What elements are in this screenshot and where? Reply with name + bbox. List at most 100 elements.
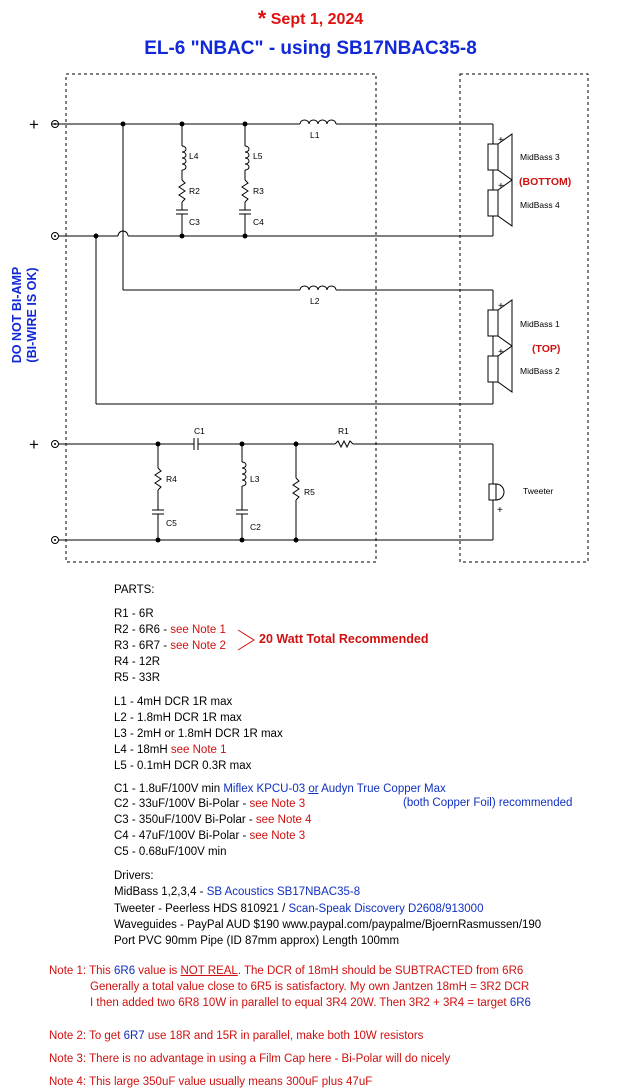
bracket-icon [237, 629, 255, 651]
part-c3-text: C3 - 350uF/100V Bi-Polar - [114, 814, 256, 826]
plus-mb1: + [498, 301, 504, 312]
label-tweeter: Tweeter [523, 486, 553, 496]
plus-tweeter: + [497, 505, 503, 516]
note-1-a: Note 1: This [49, 965, 114, 977]
part-c2-note: see Note 3 [249, 798, 306, 810]
note-1-line3-target: 6R6 [509, 997, 531, 1009]
part-r2-note: see Note 1 [170, 624, 226, 636]
driver-tweeter-alt: Scan-Speak Discovery D2608/913000 [288, 903, 484, 915]
label-l3: L3 [250, 474, 260, 484]
speaker-tweeter [488, 483, 505, 501]
note-1-c: value is [135, 965, 181, 977]
part-c2: C2 - 33uF/100V Bi-Polar - see Note 3 [114, 798, 305, 810]
part-l4-text: L4 - 18mH [114, 744, 171, 756]
part-c5: C5 - 0.68uF/100V min [114, 846, 227, 858]
note-1: Note 1: This 6R6 value is NOT REAL. The … [49, 965, 523, 977]
part-c1-audyn: Audyn True Copper Max [318, 783, 446, 795]
note-1-line2: Generally a total value close to 6R5 is … [90, 981, 530, 993]
note-3: Note 3: There is no advantage in using a… [49, 1053, 451, 1065]
plus-sign-tweeter: + [29, 435, 39, 454]
note-2-c: use 18R and 15R in parallel, make both 1… [144, 1030, 424, 1042]
label-bottom: (BOTTOM) [519, 176, 571, 188]
label-c3: C3 [189, 217, 200, 227]
part-r3: R3 - 6R7 - see Note 2 [114, 640, 226, 652]
part-c1-foil: (both Copper Foil) recommended [403, 797, 573, 809]
part-r3-text: R3 - 6R7 - [114, 640, 171, 652]
crossover-box [65, 73, 377, 563]
note-2-value: 6R7 [123, 1030, 145, 1042]
part-c4-note: see Note 3 [249, 830, 306, 842]
part-c4-text: C4 - 47uF/100V Bi-Polar - [114, 830, 250, 842]
label-r3: R3 [253, 186, 264, 196]
part-r3-note: see Note 2 [170, 640, 226, 652]
part-c3: C3 - 350uF/100V Bi-Polar - see Note 4 [114, 814, 312, 826]
label-l2: L2 [310, 296, 320, 306]
part-c1-text: C1 - 1.8uF/100V min [114, 783, 224, 795]
part-r1: R1 - 6R [114, 608, 154, 620]
part-c4: C4 - 47uF/100V Bi-Polar - see Note 3 [114, 830, 305, 842]
part-l4-note: see Note 1 [170, 744, 227, 756]
label-top: (TOP) [532, 343, 560, 355]
part-r2-text: R2 - 6R6 - [114, 624, 171, 636]
part-r5: R5 - 33R [114, 672, 161, 684]
note-1-line3: I then added two 6R8 10W in parallel to … [90, 997, 531, 1009]
driver-tweeter: Tweeter - Peerless HDS 810921 / Scan-Spe… [114, 903, 483, 915]
label-midbass-2: MidBass 2 [520, 366, 560, 376]
part-l5: L5 - 0.1mH DCR 0.3R max [114, 760, 252, 772]
parts-heading: PARTS: [114, 584, 155, 596]
crossover-schematic: + + L1 L4 R2 C3 L5 R3 C4 L2 C1 R1 R4 C5 … [29, 73, 589, 563]
part-l3: L3 - 2mH or 1.8mH DCR 1R max [114, 728, 283, 740]
label-r2: R2 [189, 186, 200, 196]
label-l5: L5 [253, 151, 263, 161]
driver-tweeter-text: Tweeter - Peerless HDS 810921 / [114, 903, 289, 915]
plus-mb3: + [498, 135, 504, 146]
plus-mb2: + [498, 347, 504, 358]
label-c4: C4 [253, 217, 264, 227]
asterisk-icon: * [257, 6, 267, 31]
speaker-midbass-2 [487, 345, 513, 393]
side-warning-line2: (BI-WIRE IS OK) [25, 267, 39, 363]
part-l4: L4 - 18mH see Note 1 [114, 744, 227, 756]
label-midbass-1: MidBass 1 [520, 319, 560, 329]
label-r1: R1 [338, 426, 349, 436]
side-warning-line1: DO NOT BI-AMP [10, 266, 24, 364]
note-4: Note 4: This large 350uF value usually m… [49, 1076, 373, 1088]
note-1-e: . The DCR of 18mH should be SUBTRACTED f… [237, 965, 524, 977]
driver-waveguides: Waveguides - PayPal AUD $190 www.paypal.… [114, 919, 542, 931]
label-c1: C1 [194, 426, 205, 436]
part-c3-note: see Note 4 [255, 814, 312, 826]
label-midbass-3: MidBass 3 [520, 152, 560, 162]
speaker-midbass-4 [487, 179, 513, 227]
plus-mb4: + [498, 181, 504, 192]
driver-port: Port PVC 90mm Pipe (ID 87mm approx) Leng… [114, 935, 400, 947]
label-c2: C2 [250, 522, 261, 532]
part-c1-miflex: Miflex KPCU-03 [223, 783, 309, 795]
label-midbass-4: MidBass 4 [520, 200, 560, 210]
drivers-heading: Drivers: [114, 870, 154, 882]
note-2-a: Note 2: To get [49, 1030, 124, 1042]
recommend-text: 20 Watt Total Recommended [259, 632, 429, 646]
label-l4: L4 [189, 151, 199, 161]
part-l2: L2 - 1.8mH DCR 1R max [114, 712, 242, 724]
plus-sign-top: + [29, 115, 39, 134]
page-title: EL-6 "NBAC" - using SB17NBAC35-8 [144, 38, 477, 59]
driver-midbass: MidBass 1,2,3,4 - SB Acoustics SB17NBAC3… [114, 886, 360, 898]
driver-midbass-model: SB Acoustics SB17NBAC35-8 [206, 886, 361, 898]
driver-midbass-text: MidBass 1,2,3,4 - [114, 886, 207, 898]
part-c1-or: or [308, 783, 319, 795]
date-header: * Sept 1, 2024 [0, 6, 621, 32]
part-r4: R4 - 12R [114, 656, 161, 668]
part-l1: L1 - 4mH DCR 1R max [114, 696, 233, 708]
speaker-box [459, 73, 589, 563]
note-1-not-real: NOT REAL [180, 965, 238, 977]
part-r2: R2 - 6R6 - see Note 1 [114, 624, 226, 636]
date-text: Sept 1, 2024 [270, 11, 364, 28]
note-1-value: 6R6 [114, 965, 136, 977]
side-warning: DO NOT BI-AMP (BI-WIRE IS OK) [10, 235, 40, 395]
note-2: Note 2: To get 6R7 use 18R and 15R in pa… [49, 1030, 423, 1042]
part-c1: C1 - 1.8uF/100V min Miflex KPCU-03 or Au… [114, 783, 446, 795]
note-1-line3-text: I then added two 6R8 10W in parallel to … [90, 997, 510, 1009]
label-r4: R4 [166, 474, 177, 484]
label-r5: R5 [304, 487, 315, 497]
label-c5: C5 [166, 518, 177, 528]
